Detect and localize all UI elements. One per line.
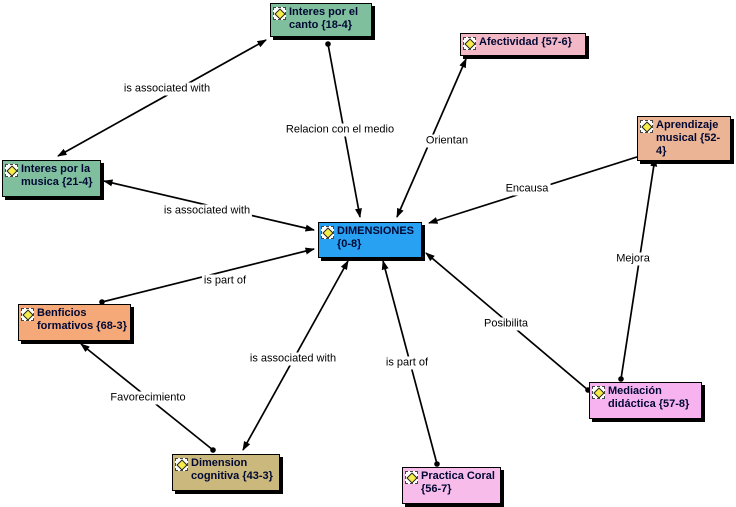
edge-source-dot bbox=[325, 41, 331, 47]
edge-line-mediacion-aprend[interactable] bbox=[620, 157, 658, 380]
code-diamond-icon bbox=[273, 7, 286, 20]
code-diamond-icon bbox=[405, 471, 418, 484]
edge-label-cognitiva-benf[interactable]: Favorecimiento bbox=[108, 391, 188, 405]
node-label: Afectividad {57-6} bbox=[479, 36, 572, 48]
node-label: DIMENSIONES {0-8} bbox=[337, 225, 415, 250]
edge-source-dot bbox=[210, 447, 216, 453]
edge-label-aprend-dim[interactable]: Encausa bbox=[503, 182, 551, 196]
node-dimension-cognitiva[interactable]: Dimension cognitiva {43-3} bbox=[172, 454, 280, 491]
node-dimensiones[interactable]: DIMENSIONES {0-8} bbox=[318, 222, 422, 258]
edge-label-canto-dim[interactable]: Relacion con el medio bbox=[283, 123, 397, 137]
code-diamond-icon bbox=[21, 308, 34, 321]
code-diamond-icon bbox=[321, 226, 334, 239]
edge-label-mediacion-dim[interactable]: Posibilita bbox=[481, 317, 531, 331]
edge-label-cognitiva-dim[interactable]: is associated with bbox=[247, 352, 339, 366]
node-aprendizaje-musical[interactable]: Aprendizaje musical {52-4} bbox=[637, 116, 731, 161]
code-diamond-icon bbox=[175, 458, 188, 471]
edge-label-afect-dim[interactable]: Orientan bbox=[423, 134, 471, 148]
edge-label-mediacion-aprend[interactable]: Mejora bbox=[614, 252, 652, 266]
edge-label-canto-musica[interactable]: is associated with bbox=[121, 82, 213, 96]
edge-source-dot bbox=[99, 299, 105, 305]
code-diamond-icon bbox=[640, 120, 653, 133]
code-diamond-icon bbox=[463, 37, 476, 50]
node-label: Practica Coral {56-7} bbox=[421, 470, 495, 495]
node-label: Interes por el canto {18-4} bbox=[289, 6, 359, 31]
node-label: Interes por la musica {21-4} bbox=[21, 163, 93, 188]
node-label: Aprendizaje musical {52-4} bbox=[656, 119, 721, 157]
node-label: Benficios formativos {68-3} bbox=[37, 307, 127, 332]
node-practica-coral[interactable]: Practica Coral {56-7} bbox=[402, 467, 501, 504]
code-diamond-icon bbox=[592, 386, 605, 399]
code-diamond-icon bbox=[5, 164, 18, 177]
node-interes-canto[interactable]: Interes por el canto {18-4} bbox=[270, 3, 372, 37]
edge-source-dot bbox=[618, 376, 624, 382]
node-interes-musica[interactable]: Interes por la musica {21-4} bbox=[2, 160, 101, 197]
node-benficios-formativos[interactable]: Benficios formativos {68-3} bbox=[18, 304, 131, 341]
edge-label-practica-dim[interactable]: is part of bbox=[383, 356, 431, 370]
edge-label-musica-dim[interactable]: is associated with bbox=[161, 204, 253, 218]
node-mediacion-didactica[interactable]: Mediación didáctica {57-8} bbox=[589, 382, 702, 419]
node-label: Mediación didáctica {57-8} bbox=[608, 385, 690, 410]
node-label: Dimension cognitiva {43-3} bbox=[191, 457, 273, 482]
edge-label-benficios-dim[interactable]: is part of bbox=[201, 274, 249, 288]
node-afectividad[interactable]: Afectividad {57-6} bbox=[460, 33, 586, 56]
edge-source-dot bbox=[434, 461, 440, 467]
edge-line-canto-musica[interactable] bbox=[57, 39, 267, 157]
